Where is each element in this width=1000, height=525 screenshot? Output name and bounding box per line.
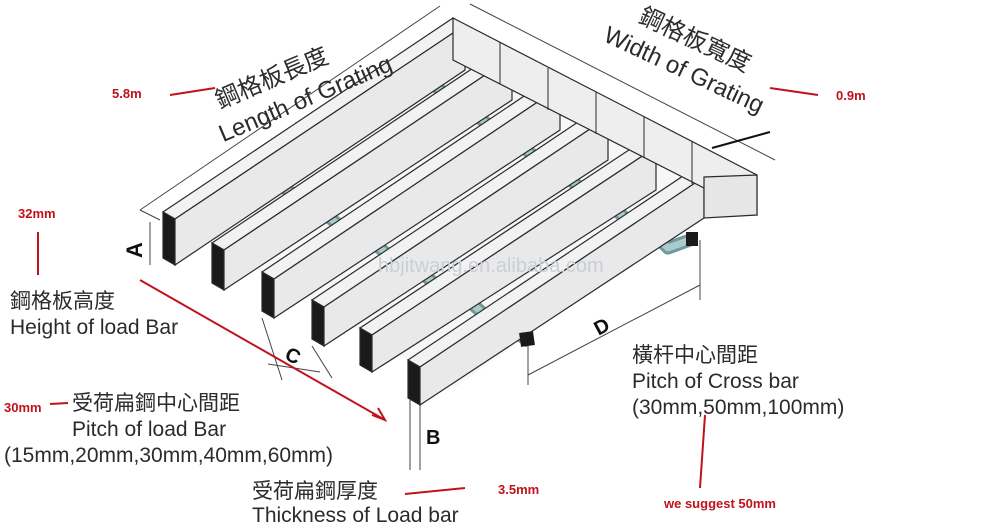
pitch-cross-label-zh: 橫杆中心間距 — [632, 344, 758, 367]
load-bar-2-end — [211, 241, 225, 292]
dimension-letter-b: B — [426, 427, 440, 449]
thickness-label-zh: 受荷扁鋼厚度 — [252, 480, 378, 503]
cross-bar-front-end — [519, 331, 535, 347]
suggest-note: we suggest 50mm — [663, 496, 776, 511]
load-bar-4-side — [323, 115, 609, 348]
load-bars — [161, 17, 706, 407]
load-bar-1-end — [162, 210, 176, 267]
load-bar-3-end — [261, 270, 275, 320]
thickness-label-en: Thickness of Load bar — [252, 504, 459, 525]
pitch-load-label-zh: 受荷扁鋼中心間距 — [72, 392, 240, 415]
grating-drawing — [161, 17, 758, 407]
height-label-zh: 鋼格板高度 — [10, 290, 115, 313]
width-pointer-line — [711, 131, 771, 149]
load-bar-6-end — [407, 358, 421, 407]
pitch-cross-label-en: Pitch of Cross bar — [632, 370, 799, 393]
frame-dividers — [499, 42, 693, 184]
annotation-lines — [37, 87, 819, 495]
frame-bar-right — [703, 174, 758, 219]
width-label: 鋼格板寬度 Width of Grating — [600, 3, 769, 120]
load-bar-1-side — [174, 23, 466, 267]
pitch-load-value: 30mm — [4, 400, 42, 415]
pitch-cross-options: (30mm,50mm,100mm) — [632, 396, 844, 419]
width-value: 0.9m — [836, 88, 866, 103]
dimension-lines — [139, 3, 776, 470]
dimension-letter-c: C — [282, 343, 304, 369]
load-bar-5-side — [371, 145, 657, 374]
height-label-en: Height of load Bar — [10, 316, 178, 339]
thickness-value: 3.5mm — [498, 482, 539, 497]
load-bar-2-side — [223, 55, 513, 292]
dimension-letter-a: A — [122, 242, 147, 258]
dimension-letter-d: D — [590, 314, 613, 340]
load-bar-5-end — [359, 326, 373, 374]
load-bar-4-end — [311, 298, 325, 348]
cross-bar-back-end — [686, 232, 698, 246]
load-bar-3-side — [273, 85, 561, 320]
pitch-load-options: (15mm,20mm,30mm,40mm,60mm) — [4, 444, 333, 467]
watermark-text: hbjitwang.en.alibaba.com — [378, 255, 604, 277]
length-value: 5.8m — [112, 86, 142, 101]
height-value: 32mm — [18, 206, 56, 221]
pitch-load-label-en: Pitch of load Bar — [72, 418, 226, 441]
